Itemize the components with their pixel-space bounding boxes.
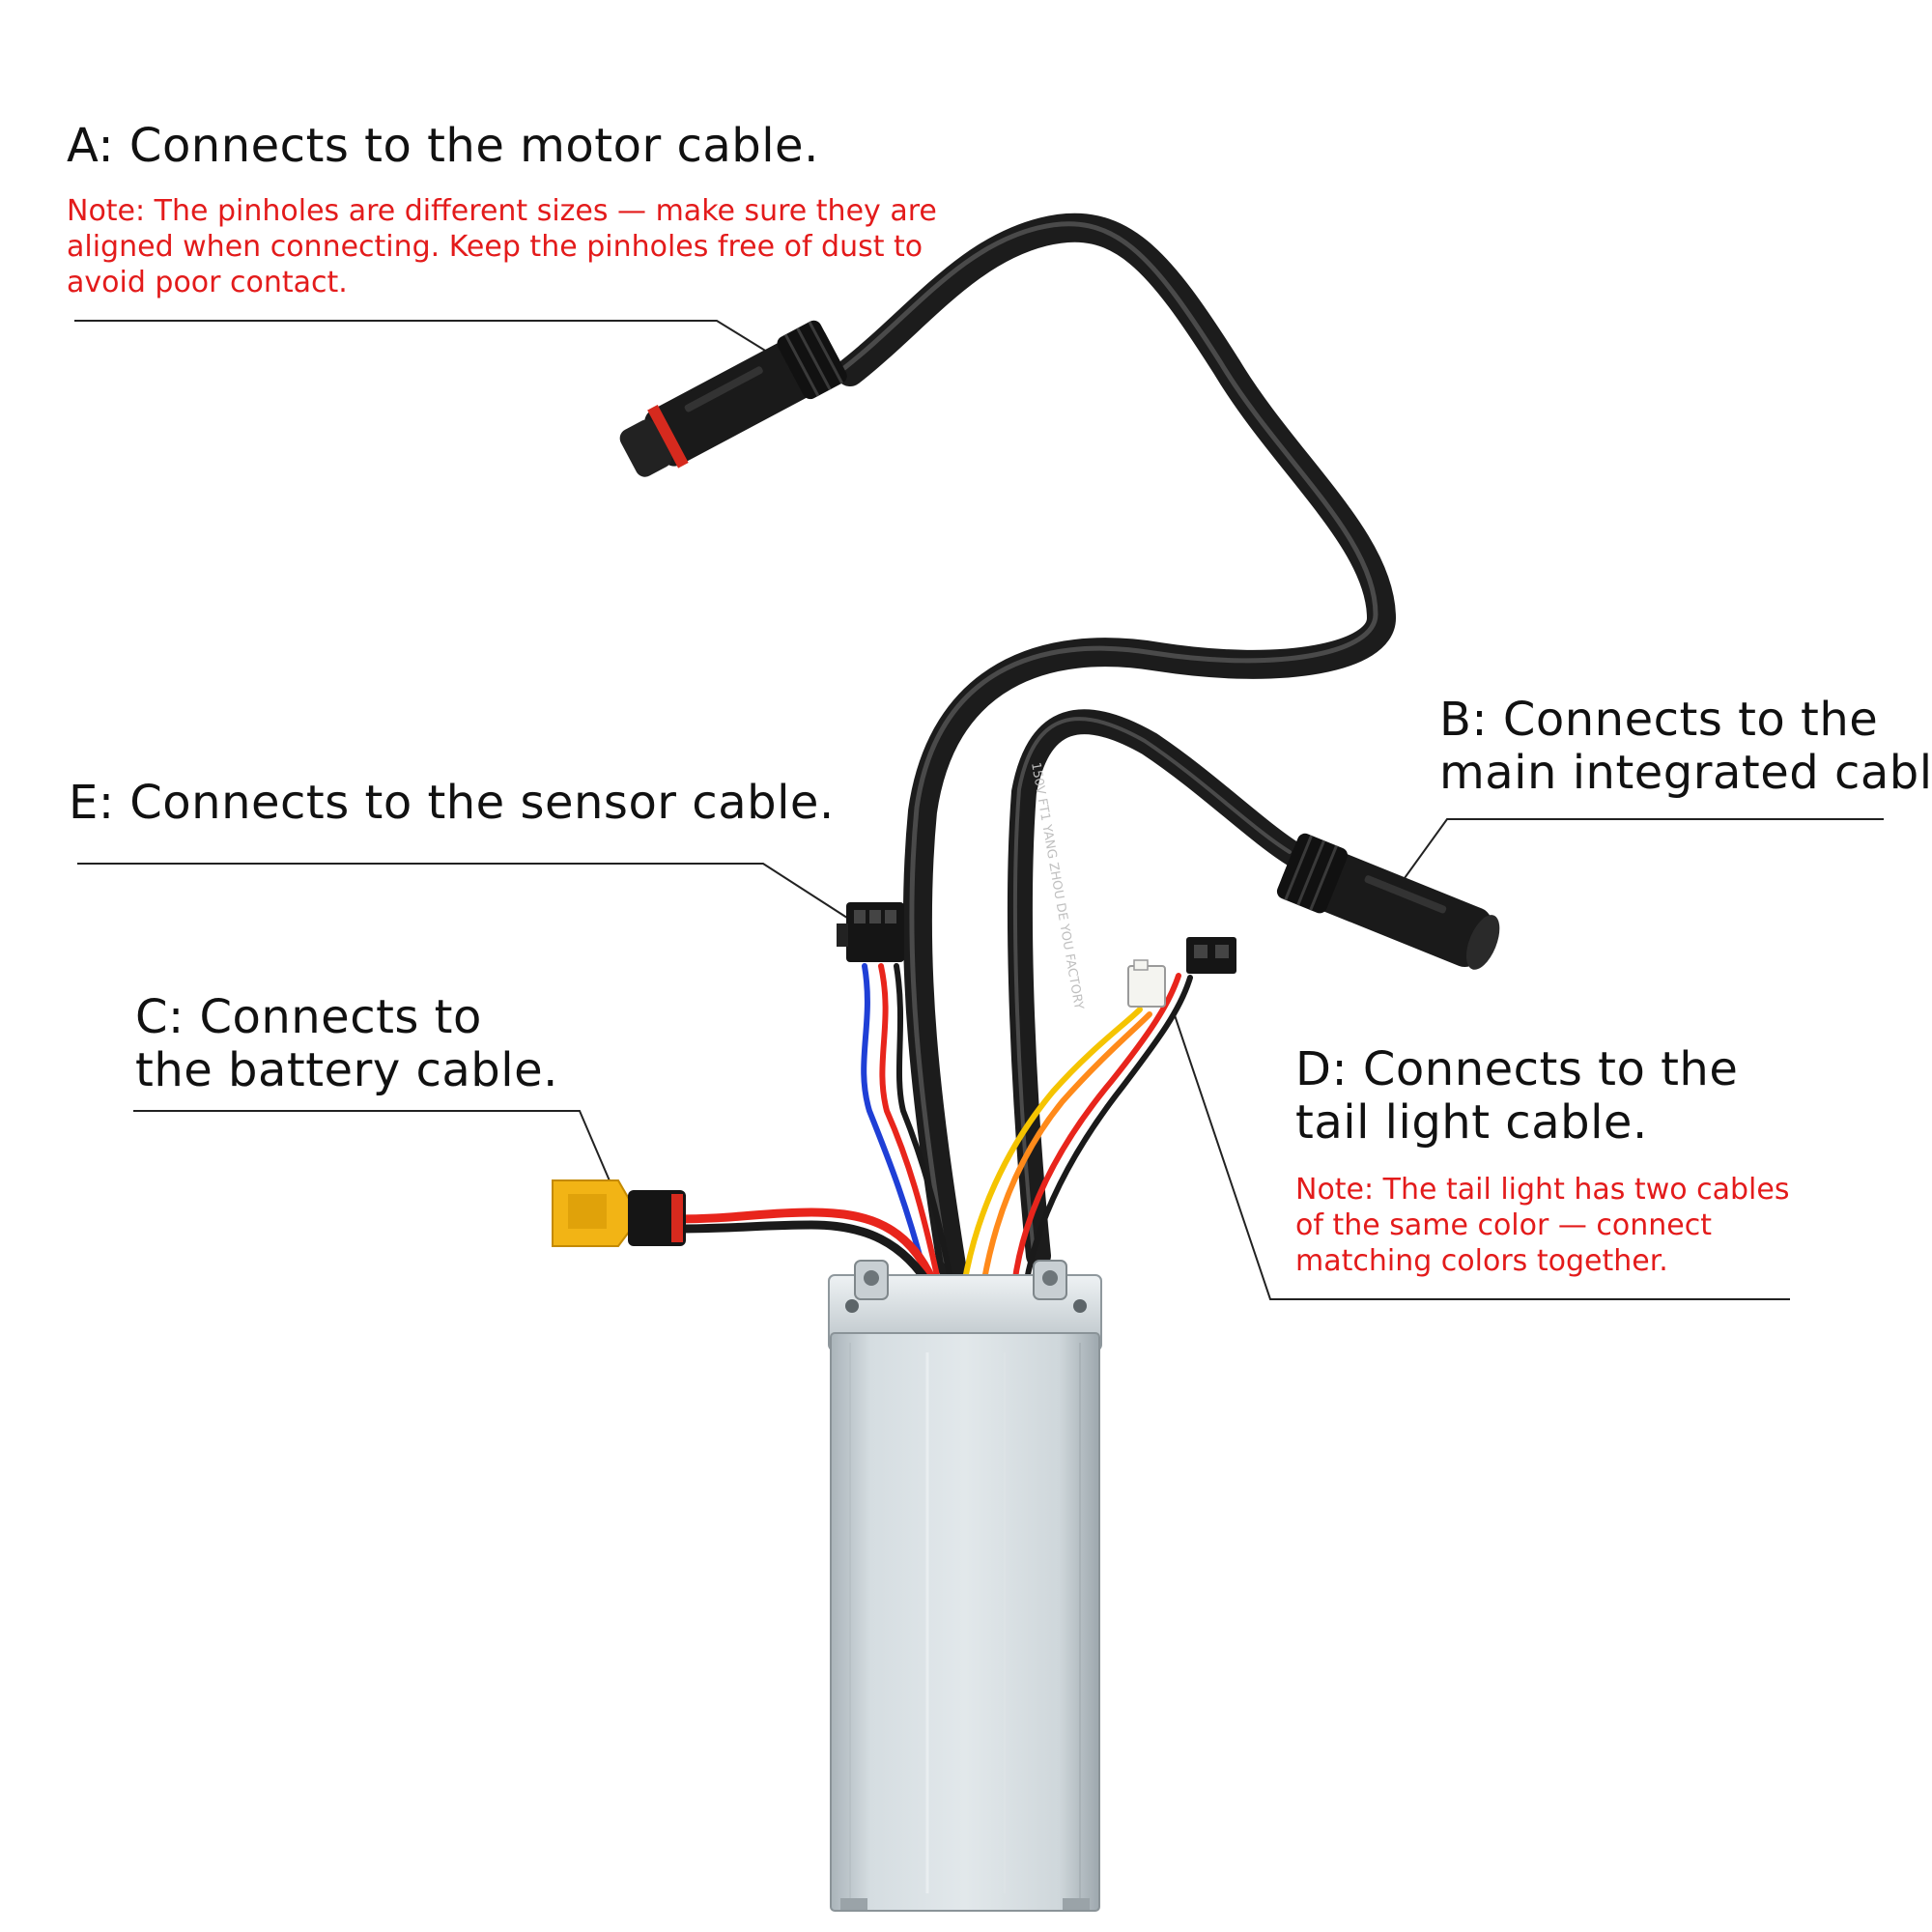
label-d-note-line1: Note: The tail light has two cables xyxy=(1295,1173,1790,1207)
cable-print-text: 150V FT1 YANG ZHOU DE YOU FACTORY xyxy=(1028,761,1086,1010)
battery-cable xyxy=(671,1208,937,1294)
label-a-note-line1: Note: The pinholes are different sizes —… xyxy=(67,194,937,228)
motor-cable xyxy=(836,213,1397,1280)
label-a-title: A: Connects to the motor cable. xyxy=(67,119,819,173)
tail-light-cable xyxy=(961,973,1193,1288)
motor-connector-a xyxy=(619,320,847,477)
label-a-note-line3: avoid poor contact. xyxy=(67,266,348,299)
battery-connector-c xyxy=(552,1179,686,1247)
label-d-note-line2: of the same color — connect xyxy=(1295,1208,1712,1242)
sensor-cable xyxy=(861,963,954,1288)
leader-line-c xyxy=(133,1110,624,1213)
sensor-connector-e xyxy=(837,902,904,962)
main-integrated-cable xyxy=(1007,709,1307,1268)
label-a-note-line2: aligned when connecting. Keep the pinhol… xyxy=(67,230,923,264)
label-c-line1: C: Connects to xyxy=(135,990,482,1044)
label-d-line1: D: Connects to the xyxy=(1295,1042,1739,1096)
label-e-title: E: Connects to the sensor cable. xyxy=(69,776,835,830)
leader-line-e xyxy=(77,863,851,921)
label-b-line1: B: Connects to the xyxy=(1439,693,1879,747)
label-b-line2: main integrated cable xyxy=(1439,746,1932,800)
label-d-line2: tail light cable. xyxy=(1295,1095,1648,1150)
leader-line-d xyxy=(1173,1011,1790,1300)
controller-box xyxy=(828,1260,1102,1912)
main-integrated-connector-b xyxy=(1276,833,1500,970)
tail-light-connectors-d xyxy=(1127,937,1236,1008)
leader-line-a xyxy=(74,320,801,373)
label-d-note-line3: matching colors together. xyxy=(1295,1244,1668,1278)
label-c-line2: the battery cable. xyxy=(135,1043,558,1097)
